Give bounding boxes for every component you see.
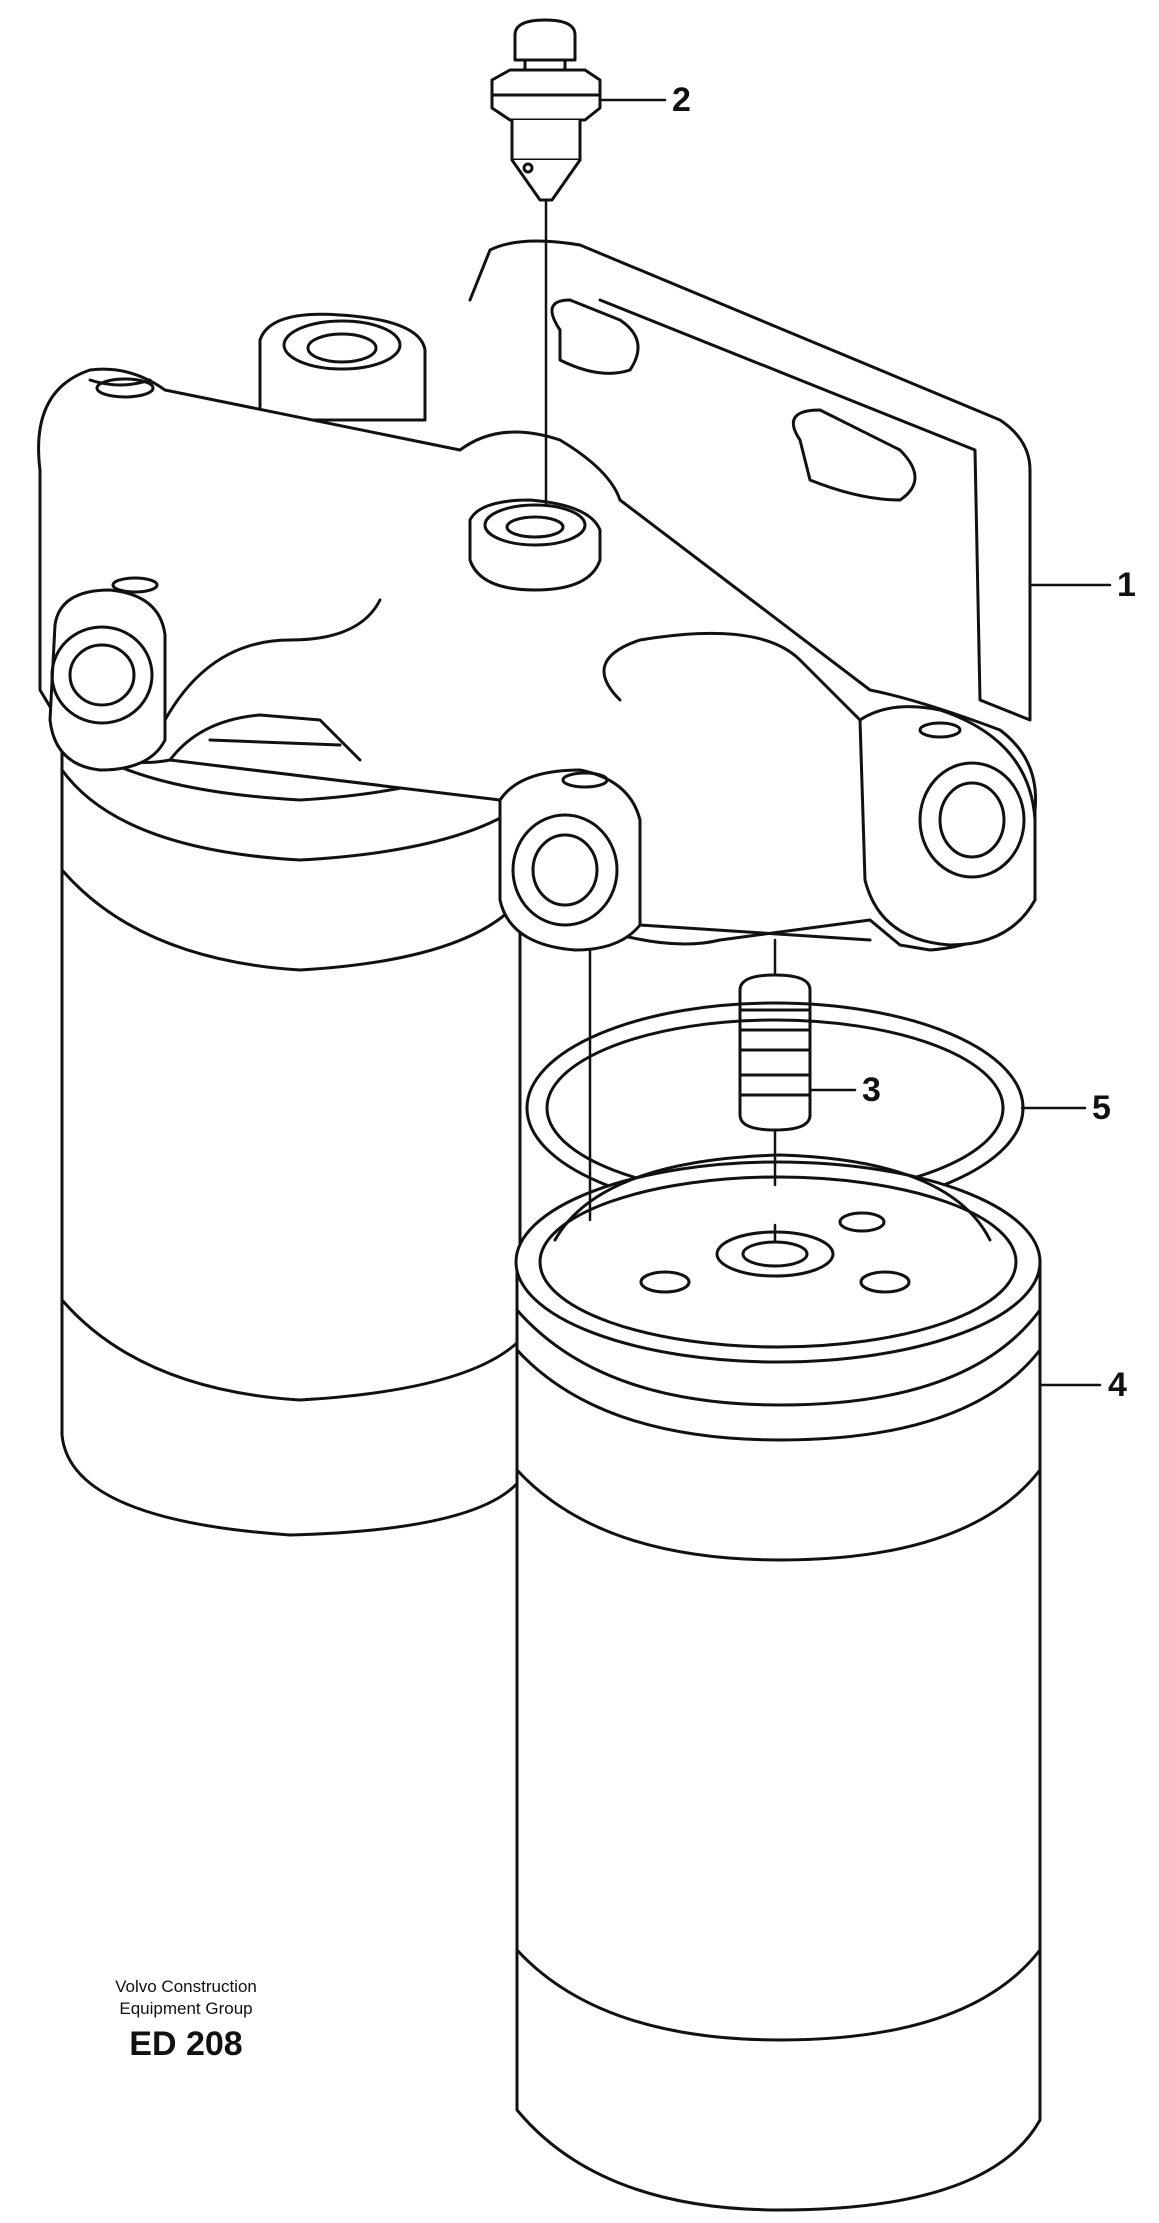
callout-leaders bbox=[598, 98, 1112, 1387]
callout-3: 3 bbox=[862, 1071, 881, 1109]
callout-4: 4 bbox=[1108, 1366, 1127, 1404]
bleed-nipple bbox=[490, 18, 602, 202]
company-name-line1: Volvo Construction bbox=[115, 1977, 257, 1996]
callout-5: 5 bbox=[1092, 1089, 1111, 1127]
drawing-code: ED 208 bbox=[129, 2025, 243, 2063]
filter-head-housing bbox=[37, 312, 1038, 952]
mounting-bracket bbox=[468, 239, 1032, 722]
callout-1: 1 bbox=[1117, 566, 1136, 604]
rear-filter-canister bbox=[60, 728, 542, 1537]
filter-cartridge bbox=[514, 1153, 1042, 2212]
threaded-nipple bbox=[738, 973, 812, 1132]
company-name-line2: Equipment Group bbox=[119, 1999, 253, 2018]
drawing-footer: Volvo Construction Equipment Group ED 20… bbox=[56, 1976, 316, 2064]
callout-2: 2 bbox=[672, 81, 691, 119]
assembly-guide-lines bbox=[544, 198, 777, 1242]
